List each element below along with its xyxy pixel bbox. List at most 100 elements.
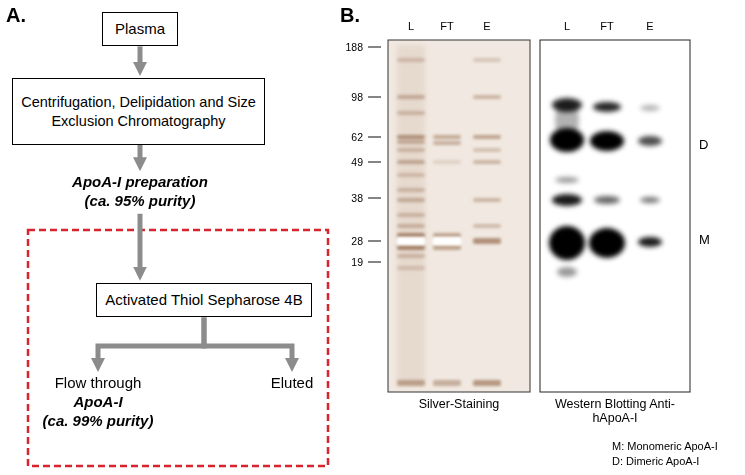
- node-text: Activated Thiol Sepharose 4B: [105, 291, 302, 310]
- marker-size: 38: [351, 192, 363, 204]
- process-box: Activated Thiol Sepharose 4B: [96, 283, 311, 318]
- gel-band: [397, 188, 425, 192]
- key-note: D: Dimeric ApoA-I: [612, 455, 699, 468]
- blot-band: [593, 102, 621, 112]
- saturated-band: [433, 237, 461, 245]
- node-text: (ca. 99% purity): [43, 412, 154, 431]
- flow-arrow: [204, 317, 292, 360]
- gel-band: [473, 198, 501, 202]
- blot-band: [550, 128, 584, 152]
- node-text: Eluted: [271, 374, 314, 393]
- gel-background: [388, 40, 530, 392]
- blot-band: [552, 98, 582, 112]
- silver-gel: [388, 40, 530, 392]
- lane-smear: [397, 45, 425, 385]
- flow-arrow: [138, 214, 143, 270]
- gel-band: [473, 224, 501, 228]
- gel-band: [397, 173, 425, 177]
- tick: [368, 136, 381, 137]
- product-text: ApoA-I preparation (ca. 95% purity): [60, 173, 220, 211]
- gel-band: [433, 135, 461, 139]
- marker-size: 49: [351, 156, 363, 168]
- blot-background: [540, 40, 690, 392]
- flow-arrow: [98, 317, 204, 360]
- gel-band: [397, 140, 425, 144]
- node-text: ApoA-I: [73, 393, 122, 412]
- gel-band: [433, 160, 461, 164]
- marker-size: 98: [351, 91, 363, 103]
- gel-band: [397, 380, 425, 386]
- gel-band: [397, 111, 425, 115]
- gel-band: [473, 380, 501, 386]
- flow-arrow: [138, 46, 143, 64]
- blot-band: [557, 267, 577, 277]
- gel-band: [397, 95, 425, 99]
- gel-band: [397, 148, 425, 152]
- western-blot: [540, 40, 690, 392]
- gel-band: [433, 380, 461, 386]
- tick: [368, 261, 381, 262]
- key-note: M: Monomeric ApoA-I: [612, 440, 718, 453]
- gel-band: [397, 213, 425, 217]
- node-text: Plasma: [115, 20, 165, 39]
- blot-band: [549, 226, 585, 260]
- band-tag: D: [699, 138, 708, 153]
- blot-band: [594, 196, 620, 204]
- gel-band: [433, 141, 461, 145]
- tick: [368, 46, 381, 47]
- process-box: Centrifugation, Delipidation and Size Ex…: [12, 78, 265, 145]
- gel-band: [473, 58, 501, 62]
- lane-label: FT: [440, 20, 453, 33]
- gel-band: [473, 135, 501, 139]
- product-text: Flow throughApoA-I(ca. 99% purity): [43, 374, 154, 430]
- panel-caption: Western Blotting Anti-hApoA-I: [555, 397, 675, 426]
- marker-size: 188: [345, 41, 363, 53]
- product-text: Eluted: [271, 374, 314, 393]
- blot-band: [638, 237, 662, 247]
- marker-ticks: [368, 47, 381, 262]
- lane-label: FT: [600, 20, 613, 33]
- blot-band: [589, 228, 625, 258]
- lane-label: E: [646, 20, 653, 33]
- node-text: Flow through: [55, 374, 142, 393]
- lane-label: E: [483, 20, 490, 33]
- marker-size: 62: [351, 131, 363, 143]
- blot-band: [552, 194, 582, 206]
- gel-bands: [397, 58, 501, 386]
- tick: [368, 96, 381, 97]
- blot-band: [640, 105, 660, 111]
- blot-frame: [540, 40, 690, 392]
- gel-band: [473, 160, 501, 164]
- gel-band: [473, 95, 501, 99]
- gel-band: [397, 198, 425, 202]
- node-text: ApoA-I preparation (ca. 95% purity): [60, 173, 220, 211]
- gel-band: [397, 254, 425, 258]
- blot-band: [555, 177, 579, 183]
- gel-band: [397, 160, 425, 164]
- panel-letter: B.: [340, 4, 360, 27]
- lane-label: L: [564, 20, 570, 33]
- saturated-band: [397, 237, 425, 245]
- gel-band: [473, 238, 501, 244]
- blot-band: [590, 131, 624, 151]
- tick: [368, 197, 381, 198]
- node-text: Centrifugation, Delipidation and Size Ex…: [19, 93, 258, 129]
- gel-band: [397, 266, 425, 270]
- blot-band: [638, 136, 662, 146]
- gel-frame: [388, 40, 530, 392]
- tick: [368, 240, 381, 241]
- marker-size: 19: [351, 256, 363, 268]
- gel-band: [397, 135, 425, 139]
- process-box: Plasma: [102, 12, 178, 47]
- tick: [368, 161, 381, 162]
- band-tag: M: [699, 233, 710, 248]
- panel-letter: A.: [6, 4, 26, 27]
- lane-label: L: [408, 20, 414, 33]
- gel-band: [397, 224, 425, 228]
- blot-bands: [549, 98, 662, 277]
- dashed-region: [28, 230, 328, 466]
- marker-size: 28: [351, 235, 363, 247]
- blot-band: [640, 197, 660, 203]
- panel-caption: Silver-Staining: [419, 397, 500, 411]
